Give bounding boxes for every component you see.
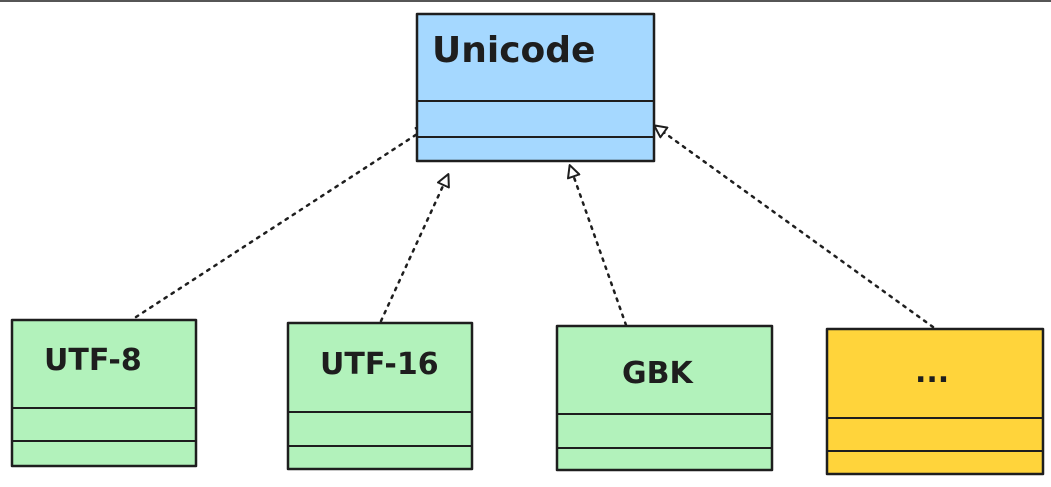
class-box-unicode-label: Unicode [432, 30, 595, 71]
class-box-utf8: UTF-8 [10, 318, 198, 468]
class-box-utf8-body [10, 318, 198, 468]
arrow-utf16-to-unicode [379, 173, 450, 323]
class-box-utf16: UTF-16 [286, 321, 474, 471]
class-box-utf8-label: UTF-8 [44, 343, 142, 378]
arrow-gbk-to-unicode [566, 164, 628, 327]
class-box-gbk: GBK [555, 324, 774, 472]
class-box-gbk-body [555, 324, 774, 472]
arrow-utf8-to-unicode [134, 125, 430, 319]
class-box-more: ... [825, 327, 1045, 476]
class-box-utf16-label: UTF-16 [320, 347, 439, 382]
realization-arrows [134, 124, 935, 329]
class-box-more-label: ... [915, 355, 949, 390]
class-box-more-body [825, 327, 1045, 476]
class-box-unicode: Unicode [415, 12, 656, 163]
class-box-utf16-body [286, 321, 474, 471]
arrow-more-to-unicode [653, 124, 935, 329]
class-box-gbk-label: GBK [622, 356, 694, 391]
